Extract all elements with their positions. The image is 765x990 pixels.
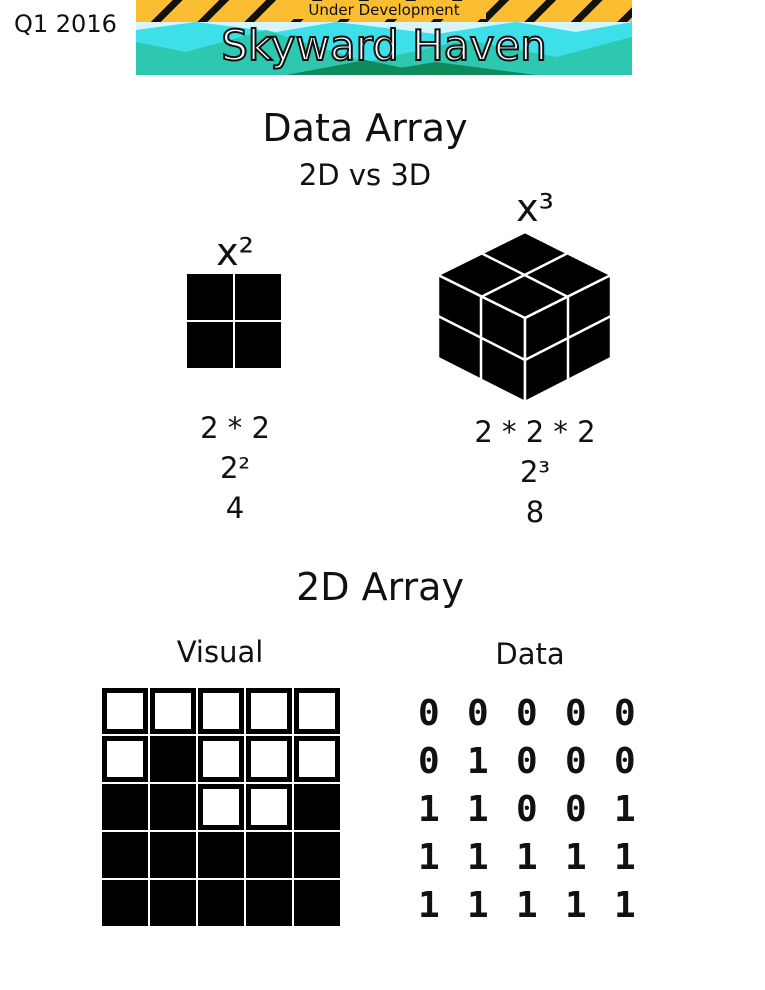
filled-cell: [102, 784, 148, 830]
empty-cell: [294, 736, 340, 782]
empty-cell: [198, 784, 244, 830]
matrix-cell: 0: [614, 693, 636, 734]
matrix-cell: 1: [565, 885, 587, 926]
matrix-cell: 0: [516, 741, 538, 782]
visual-label: Visual: [176, 635, 264, 669]
matrix-cell: 1: [565, 837, 587, 878]
filled-cell: [198, 880, 244, 926]
empty-cell: [246, 784, 292, 830]
matrix-cell: 0: [565, 789, 587, 830]
game-banner: Under Development Skyward Haven: [136, 0, 632, 75]
filled-cell: [150, 736, 196, 782]
matrix-cell: 0: [565, 693, 587, 734]
matrix-cell: 1: [516, 837, 538, 878]
matrix-cell: 0: [418, 741, 440, 782]
cube-label: x³: [516, 186, 554, 230]
filled-cell: [246, 832, 292, 878]
empty-cell: [294, 688, 340, 734]
cube-expression: 2 * 2 * 2: [474, 415, 596, 449]
landscape-background: [136, 22, 632, 75]
matrix-cell: 0: [467, 693, 489, 734]
status-banner: Under Development: [282, 1, 486, 19]
visual-grid: [102, 688, 340, 926]
matrix-cell: 0: [614, 741, 636, 782]
empty-cell: [198, 688, 244, 734]
filled-cell: [150, 832, 196, 878]
filled-cell: [150, 784, 196, 830]
cube-result: 8: [525, 495, 545, 529]
filled-cell: [246, 880, 292, 926]
game-title: Skyward Haven: [220, 20, 548, 71]
quarter-label: Q1 2016: [14, 10, 117, 38]
filled-cell: [102, 880, 148, 926]
matrix-cell: 1: [467, 837, 489, 878]
cube-power: 2³: [519, 455, 551, 489]
empty-cell: [246, 688, 292, 734]
page-title: Data Array: [262, 106, 468, 150]
square-power: 2²: [219, 451, 251, 485]
empty-cell: [246, 736, 292, 782]
empty-cell: [150, 688, 196, 734]
matrix-cell: 1: [614, 789, 636, 830]
section-title: 2D Array: [296, 565, 464, 609]
page-subtitle: 2D vs 3D: [298, 158, 432, 192]
matrix-cell: 1: [516, 885, 538, 926]
filled-cell: [294, 784, 340, 830]
matrix-cell: 1: [418, 789, 440, 830]
matrix-cell: 1: [418, 885, 440, 926]
matrix-cell: 0: [516, 789, 538, 830]
matrix-cell: 1: [614, 885, 636, 926]
data-label: Data: [495, 637, 565, 671]
matrix-cell: 0: [565, 741, 587, 782]
empty-cell: [198, 736, 244, 782]
filled-cell: [294, 832, 340, 878]
empty-cell: [102, 736, 148, 782]
filled-cell: [294, 880, 340, 926]
matrix-cell: 1: [467, 789, 489, 830]
filled-cell: [102, 832, 148, 878]
matrix-cell: 1: [418, 837, 440, 878]
square-label: x²: [216, 230, 254, 274]
matrix-cell: 1: [467, 885, 489, 926]
matrix-cell: 1: [467, 741, 489, 782]
matrix-cell: 0: [418, 693, 440, 734]
square-expression: 2 * 2: [200, 411, 270, 445]
matrix-cell: 1: [614, 837, 636, 878]
filled-cell: [198, 832, 244, 878]
filled-cell: [150, 880, 196, 926]
square-result: 4: [225, 491, 245, 525]
empty-cell: [102, 688, 148, 734]
square-diagram: [186, 273, 282, 369]
matrix-cell: 0: [516, 693, 538, 734]
